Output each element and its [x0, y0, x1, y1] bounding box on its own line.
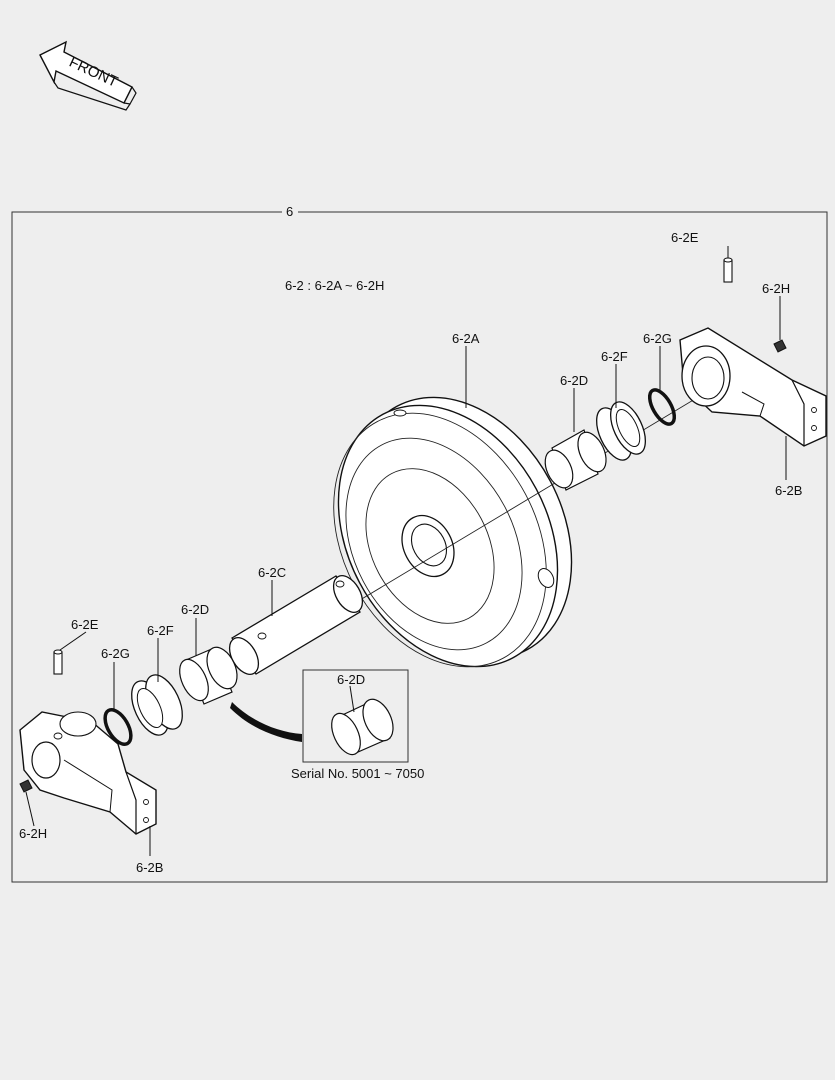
left-setscrew	[19, 779, 33, 793]
inset-part-label: 6-2D	[337, 672, 365, 687]
assembly-frame: 6	[11, 204, 828, 883]
callout-d-right: 6-2D	[560, 373, 588, 388]
callout-h-right: 6-2H	[762, 281, 790, 296]
right-bushing	[544, 429, 607, 491]
callout-f-left: 6-2F	[147, 623, 174, 638]
front-arrow: FRONT	[39, 40, 137, 111]
serial-range: Serial No. 5001 ~ 7050	[291, 766, 424, 781]
callout-labels: 6-2E 6-2H 6-2A 6-2G 6-2F 6-2D 6-2B 6-2C …	[19, 230, 802, 875]
leader-lines	[25, 246, 787, 856]
callout-h-left: 6-2H	[19, 826, 47, 841]
left-bushing	[179, 646, 238, 705]
callout-b-right: 6-2B	[775, 483, 802, 498]
left-seal	[131, 674, 183, 736]
callout-e-right: 6-2E	[671, 230, 699, 245]
callout-g-left: 6-2G	[101, 646, 130, 661]
assembly-note: 6-2 : 6-2A ~ 6-2H	[285, 278, 384, 293]
right-o-ring	[647, 388, 677, 426]
left-pin	[53, 649, 63, 675]
left-bracket	[19, 711, 157, 835]
inset-pointer	[230, 702, 302, 742]
serial-inset: 6-2D Serial No. 5001 ~ 7050	[291, 669, 424, 781]
callout-g-right: 6-2G	[643, 331, 672, 346]
callout-d-left: 6-2D	[181, 602, 209, 617]
idler-wheel	[333, 396, 573, 668]
idler-shaft	[228, 575, 364, 675]
right-bracket	[679, 327, 827, 447]
callout-f-right: 6-2F	[601, 349, 628, 364]
right-pin	[723, 257, 733, 283]
callout-c: 6-2C	[258, 565, 286, 580]
right-seal	[596, 401, 646, 461]
callout-e-left: 6-2E	[71, 617, 99, 632]
callout-b-left: 6-2B	[136, 860, 163, 875]
left-o-ring	[103, 708, 133, 746]
right-setscrew	[773, 339, 787, 353]
assembly-number: 6	[286, 204, 293, 219]
callout-a: 6-2A	[452, 331, 480, 346]
